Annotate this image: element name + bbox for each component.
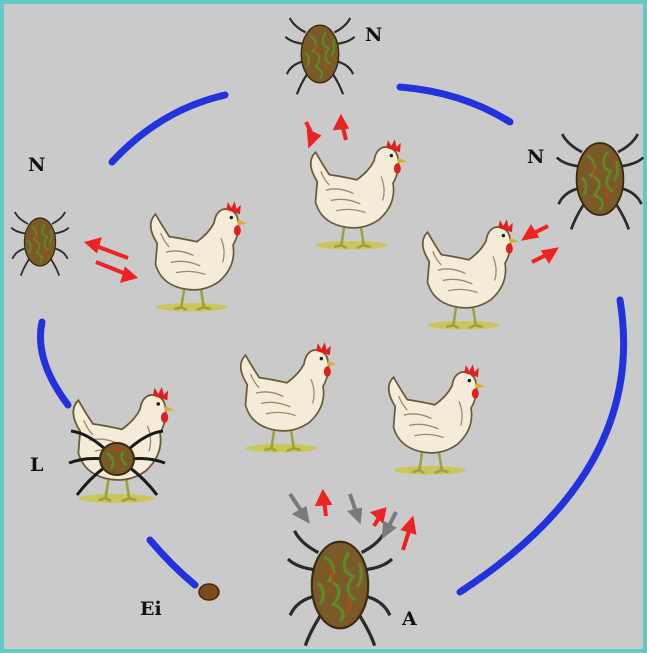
hen-icon <box>241 342 337 452</box>
cycle-arrow-larva-to-nymph <box>40 322 68 405</box>
nymph-top-mite-icon <box>285 18 354 94</box>
mites <box>11 18 643 646</box>
label-larva: L <box>30 456 43 475</box>
hen-icon <box>423 219 519 329</box>
hen-icon <box>311 139 407 249</box>
cycle-arrow-egg-to-larva <box>150 540 195 585</box>
cycle-arrow-nymph-right-to-adult <box>460 300 624 592</box>
label-nymph-right: N <box>527 148 544 167</box>
feeding-arrow <box>96 246 128 258</box>
return-arrow <box>290 494 302 512</box>
cycle-arrow-nymph-top-to-nymph-right <box>400 87 510 122</box>
label-nymph-left: N <box>28 156 45 175</box>
label-nymph-top: N <box>365 26 382 45</box>
nymph-right-mite-icon <box>557 134 643 229</box>
hens <box>73 139 519 503</box>
egg-icon <box>199 584 219 600</box>
feeding-arrow <box>96 262 126 274</box>
label-egg: Ei <box>140 600 162 619</box>
adult-mite-icon <box>288 531 392 646</box>
hen-icon <box>389 364 485 474</box>
nymph-left-mite-icon <box>11 212 69 276</box>
cycle-arrow-nymph-to-nymph-top <box>112 95 225 162</box>
hen-icon <box>151 201 247 311</box>
label-adult: A <box>402 610 417 629</box>
